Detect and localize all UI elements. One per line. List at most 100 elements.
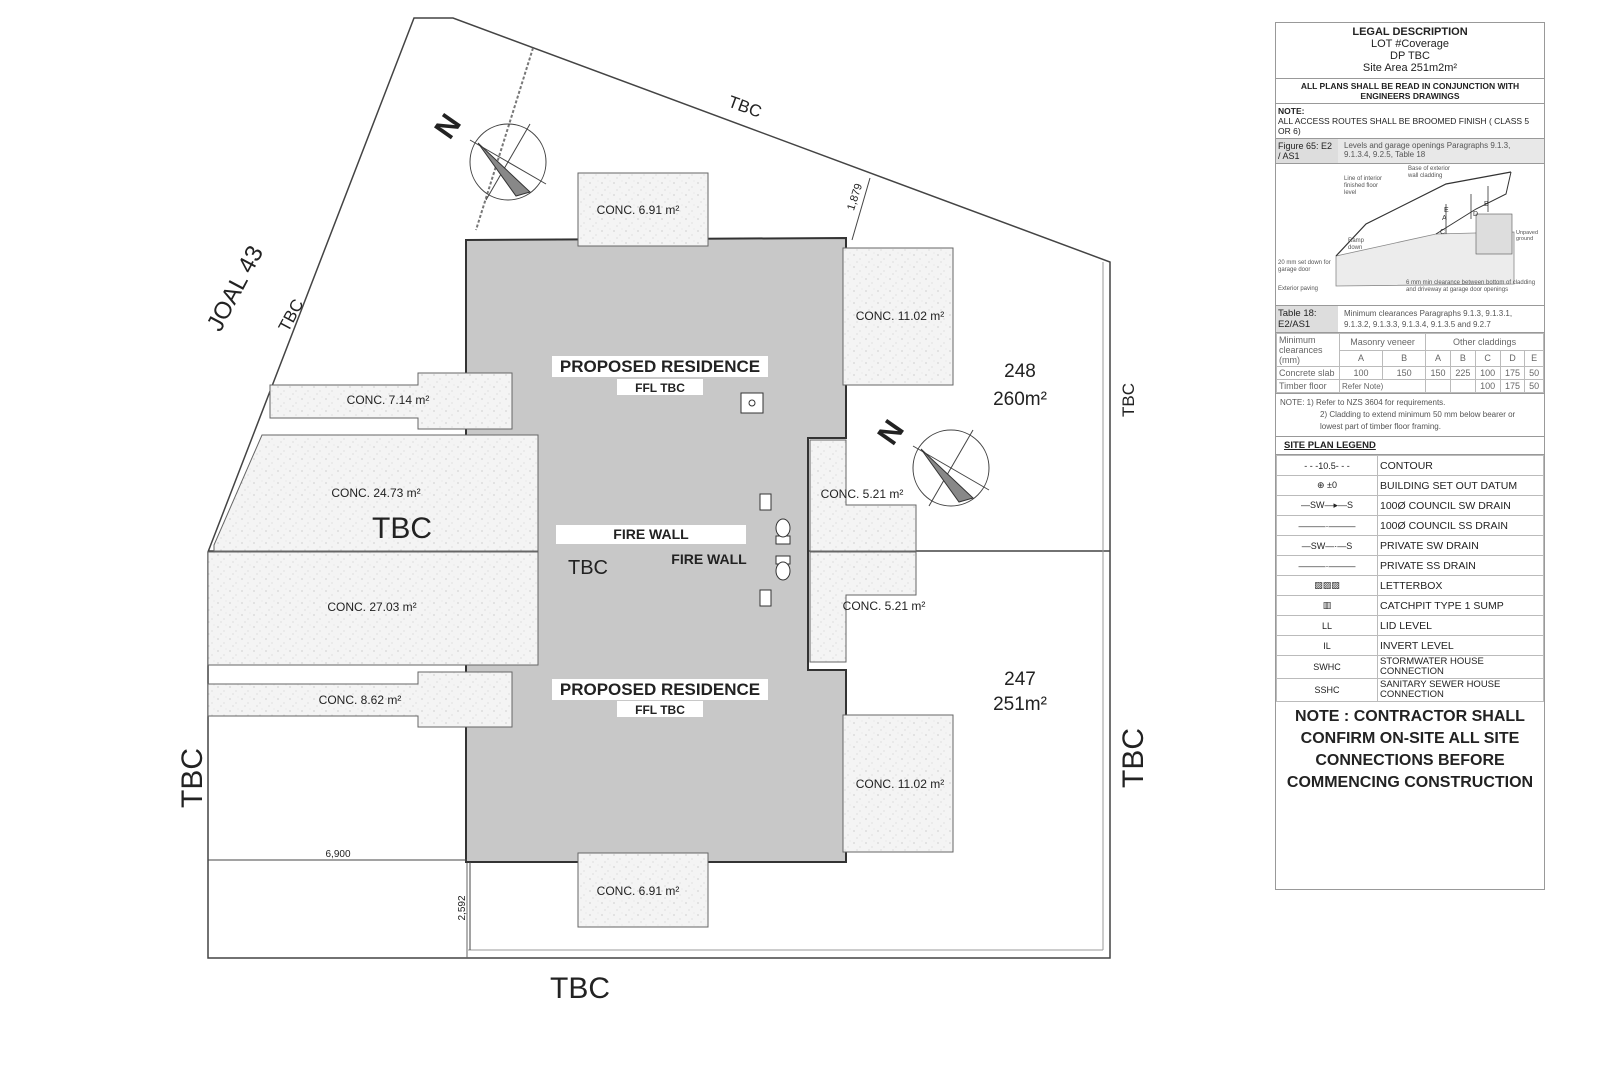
table-18: Minimum clearances (mm) Masonry veneer O… [1276,333,1544,394]
legend-symbol: - - -10.5- - - [1276,455,1378,476]
access-note: NOTE: ALL ACCESS ROUTES SHALL BE BROOMED… [1276,104,1544,139]
legend-label: LID LEVEL [1377,615,1544,636]
legend-row: ▥CATCHPIT TYPE 1 SUMP [1276,595,1544,616]
table18-ref: Table 18: E2/AS1 [1276,306,1338,332]
fig-label-unpaved: Unpaved ground [1516,230,1539,242]
t18-col: B [1382,349,1427,367]
conc-right-top [842,247,954,386]
table-note-1: NOTE: 1) Refer to NZS 3604 for requireme… [1280,398,1446,407]
residence-ffl-upper: FFL TBC [635,381,685,395]
site-plan-legend-title: SITE PLAN LEGEND [1276,437,1544,455]
fig-label-paving: Exterior paving [1278,286,1319,292]
legal-title: LEGAL DESCRIPTION [1352,26,1468,38]
conc-mid-521b [809,551,917,663]
street-left: TBC [176,748,209,808]
dim-2592: 2,592 [457,895,468,920]
t18-cell: 175 [1499,379,1526,393]
legend-panel: LEGAL DESCRIPTION LOT #Coverage DP TBC S… [1275,22,1545,890]
legend-label: INVERT LEVEL [1377,635,1544,656]
conc-label-862: CONC. 8.62 m² [319,693,402,707]
legend-symbol: ▥ [1276,595,1378,616]
fig-label-interior: Line of interior finished floor level [1344,176,1383,196]
t18-row2-note: Refer Note) [1338,379,1427,393]
conc-left-714 [269,372,513,430]
figure-desc: Levels and garage openings Paragraphs 9.… [1338,139,1544,163]
legend-label: LETTERBOX [1377,575,1544,596]
legend-symbol: ———·——— [1276,515,1378,536]
legend-label: PRIVATE SW DRAIN [1377,535,1544,556]
garage-clearance-diagram: A C D B E [1335,171,1515,287]
wc-upper [775,518,791,538]
legend-row: ———·———PRIVATE SS DRAIN [1276,555,1544,576]
legend-symbol: —SW—▸—S [1276,495,1378,516]
conc-top [577,172,709,247]
legend-label: PRIVATE SS DRAIN [1377,555,1544,576]
legend-symbol: ▨▨▨ [1276,575,1378,596]
t18-col: D [1499,349,1526,367]
legend-symbol: —SW—·—S [1276,535,1378,556]
engineers-note: ALL PLANS SHALL BE READ IN CONJUNCTION W… [1276,79,1544,104]
residence-title-lower: PROPOSED RESIDENCE [560,680,760,699]
table-18-header: Table 18: E2/AS1 Minimum clearances Para… [1276,306,1544,333]
t18-col: B [1449,349,1476,367]
table18-desc: Minimum clearances Paragraphs 9.1.3, 9.1… [1344,309,1513,329]
svg-text:N: N [428,108,467,145]
svg-text:B: B [1484,201,1489,208]
t18-cell: 100 [1474,366,1501,380]
lot-247-area: 251m² [993,694,1047,715]
legend-row: ▨▨▨LETTERBOX [1276,575,1544,596]
legal-description: LEGAL DESCRIPTION LOT #Coverage DP TBC S… [1276,23,1544,79]
t18-cell: 175 [1499,366,1526,380]
t18-col: C [1474,349,1501,367]
dim-1879-line [851,177,871,241]
left-mid-tbc: TBC [372,512,432,545]
legend-label: CATCHPIT TYPE 1 SUMP [1377,595,1544,616]
t18-cell: 100 [1474,379,1501,393]
t18-head-other: Other claddings [1425,333,1544,351]
concrete-areas [207,172,954,928]
dim-1879: 1,879 [845,182,865,212]
legal-dp: DP TBC [1390,50,1430,62]
legend-label: STORMWATER HOUSE CONNECTION [1377,655,1544,679]
conc-left-2703 [207,551,539,666]
t18-row2-label: Timber floor [1276,379,1340,393]
t18-cell: 50 [1524,366,1544,380]
legend-label: BUILDING SET OUT DATUM [1377,475,1544,496]
site-plan: CONC. 6.91 m² CONC. 11.02 m² CONC. 7.14 … [176,17,1150,1005]
svg-text:C: C [1440,229,1445,236]
conc-bottom [577,852,709,928]
legend-row: ———·———100Ø COUNCIL SS DRAIN [1276,515,1544,536]
north-arrow-icon: N [428,108,547,201]
figure-65-drawing: A C D B E Line of interior finished floo… [1276,164,1544,306]
figure-65-header: Figure 65: E2 / AS1 Levels and garage op… [1276,139,1544,164]
fire-wall-label-2: FIRE WALL [671,551,747,567]
fig-label-setdown: 20 mm set down for garage door [1278,260,1331,273]
lot-247-number: 247 [1004,669,1036,690]
t18-cell: 225 [1449,366,1476,380]
fixtures [740,392,791,607]
road-name: JOAL 43 [202,241,269,335]
table-notes: NOTE: 1) Refer to NZS 3604 for requireme… [1276,394,1544,437]
svg-text:D: D [1473,211,1478,218]
fig-label-cladding: Base of exterior wall cladding [1408,166,1451,179]
t18-col: E [1524,349,1544,367]
contractor-note: NOTE : CONTRACTOR SHALL CONFIRM ON-SITE … [1286,708,1534,791]
legend-label: 100Ø COUNCIL SS DRAIN [1377,515,1544,536]
conc-label-top: CONC. 6.91 m² [597,203,680,217]
legend-symbol: SSHC [1276,678,1378,702]
figure-ref: Figure 65: E2 / AS1 [1276,139,1338,163]
conc-label-2703: CONC. 27.03 m² [327,600,416,614]
legend-label: 100Ø COUNCIL SW DRAIN [1377,495,1544,516]
conc-label-714: CONC. 7.14 m² [347,393,430,407]
t18-cell: 150 [1425,366,1451,380]
road-tbc: TBC [275,296,308,335]
conc-label-bottom: CONC. 6.91 m² [597,884,680,898]
residence-ffl-lower: FFL TBC [635,703,685,717]
fig-label-ramp: Ramp down [1348,238,1365,251]
lot-248-number: 248 [1004,361,1036,382]
fence-line [475,47,534,231]
